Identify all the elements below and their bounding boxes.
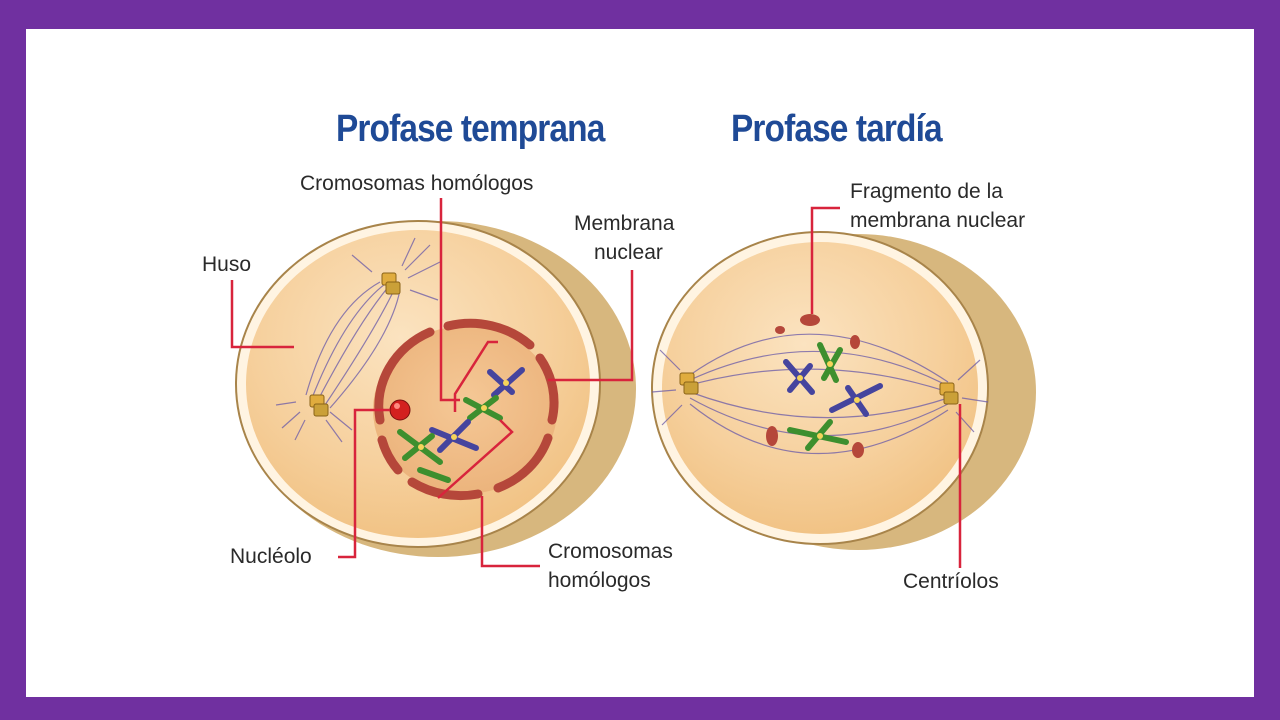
label-membrana-nuclear: membrana nuclear	[850, 209, 1026, 232]
leader-line-membrana	[548, 270, 634, 382]
label-cromosomas-homologos-top: Cromosomas homólogos	[300, 172, 534, 195]
label-fragmento: Fragmento de la	[850, 180, 1003, 203]
nucleolus	[389, 399, 411, 421]
white-panel	[26, 29, 1254, 697]
label-nucleolo: Nucléolo	[230, 545, 312, 568]
label-huso: Huso	[202, 253, 252, 276]
label-nuclear: nuclear	[594, 241, 663, 264]
leader-line-huso	[230, 280, 294, 349]
leader-line-cromosomas-top	[439, 198, 460, 402]
bracket-cromosomas-lower	[437, 419, 514, 499]
leader-lines	[230, 198, 962, 568]
early-prophase-title: Profase temprana	[336, 108, 605, 150]
spindle-fibers	[275, 237, 441, 443]
leader-line-fragmento	[810, 206, 840, 314]
cytoplasm	[662, 242, 978, 534]
early-prophase-cell	[235, 220, 636, 557]
leader-line-nucleolo	[338, 408, 390, 559]
label-cromosomas-bottom: Cromosomas	[548, 540, 673, 563]
late-prophase-cell	[651, 231, 1036, 550]
label-homologos-bottom: homólogos	[548, 569, 651, 592]
label-centriolos: Centríolos	[903, 570, 999, 593]
leader-line-cromosomas-bottom	[480, 496, 540, 568]
nucleus	[373, 326, 557, 494]
late-prophase-title: Profase tardía	[731, 108, 943, 150]
bracket-cromosomas	[453, 340, 498, 412]
nuclear-membrane-fragments	[766, 314, 864, 458]
label-membrana: Membrana	[574, 212, 675, 235]
